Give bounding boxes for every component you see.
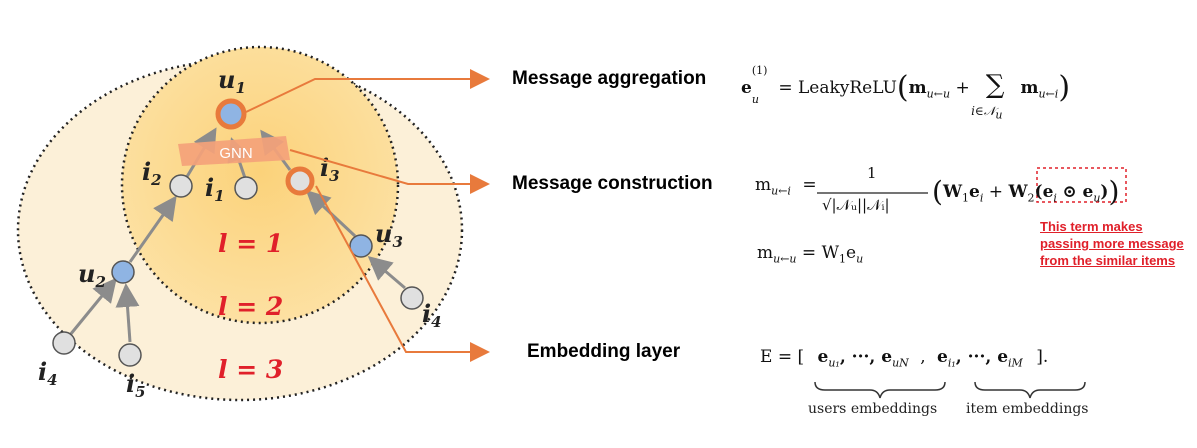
- users-brace: [814, 381, 946, 399]
- node-i2: [169, 174, 193, 198]
- label-u3: u3: [375, 219, 403, 251]
- label-i4b: i4: [422, 299, 442, 331]
- node-i3: [285, 166, 315, 196]
- callout-embedding: Embedding layer: [527, 341, 681, 362]
- layer-label-1: l = 1: [218, 229, 283, 258]
- label-i2: i2: [142, 157, 162, 189]
- label-i4a: i4: [38, 357, 58, 389]
- layer-label-3: l = 3: [218, 355, 283, 384]
- node-i1: [234, 176, 258, 200]
- gnn-box: GNN: [178, 136, 290, 166]
- callout-line-construction: [289, 149, 490, 194]
- items-embeddings-label: item embeddings: [966, 401, 1089, 417]
- node-u1: [215, 98, 247, 130]
- fraction-denominator: √|𝒩ᵤ||𝒩ᵢ|: [822, 196, 890, 214]
- callout-aggregation: Message aggregation: [512, 68, 707, 89]
- gnn-label: GNN: [219, 145, 252, 162]
- node-i4b: [400, 286, 424, 310]
- layer-label-2: l = 2: [218, 292, 283, 321]
- equation-aggregation: e(1)u = LeakyReLU(mu←u + ∑ i∈𝒩u mu←i): [741, 64, 1071, 122]
- node-u3: [349, 234, 373, 258]
- label-i5: i5: [126, 369, 146, 401]
- items-brace: [974, 381, 1086, 399]
- edge-i4b-u3: [367, 256, 406, 290]
- layer-1-region: [120, 45, 400, 325]
- hadamard-highlight-box: [1036, 167, 1127, 203]
- node-u2: [111, 260, 135, 284]
- edge-u2-i2: [128, 195, 177, 263]
- callout-construction: Message construction: [512, 173, 713, 194]
- label-i3: i3: [320, 153, 340, 185]
- equation-self-message: mu←u = W1eu: [757, 243, 864, 266]
- equation-construction: mu←i =: [755, 175, 817, 198]
- node-i5: [118, 343, 142, 367]
- edge-i4a-u2: [68, 277, 117, 336]
- hadamard-note: This term makes passing more message fro…: [1040, 219, 1184, 268]
- callout-line-embedding: [315, 185, 490, 362]
- label-i1: i1: [205, 173, 225, 205]
- equation-construction-rhs: (W1ei + W2(ei ⊙ eu)): [932, 175, 1120, 208]
- label-u2: u2: [78, 259, 106, 291]
- label-u1: u1: [218, 65, 246, 97]
- fraction-numerator: 1: [867, 164, 877, 182]
- equation-embedding: E = [ eu₁, ···, euN , ei₁, ···, eiM ].: [760, 347, 1049, 370]
- node-i4a: [52, 331, 76, 355]
- edge-i5-u2: [115, 283, 140, 343]
- users-embeddings-label: users embeddings: [808, 401, 938, 417]
- callout-line-aggregation: [245, 69, 490, 113]
